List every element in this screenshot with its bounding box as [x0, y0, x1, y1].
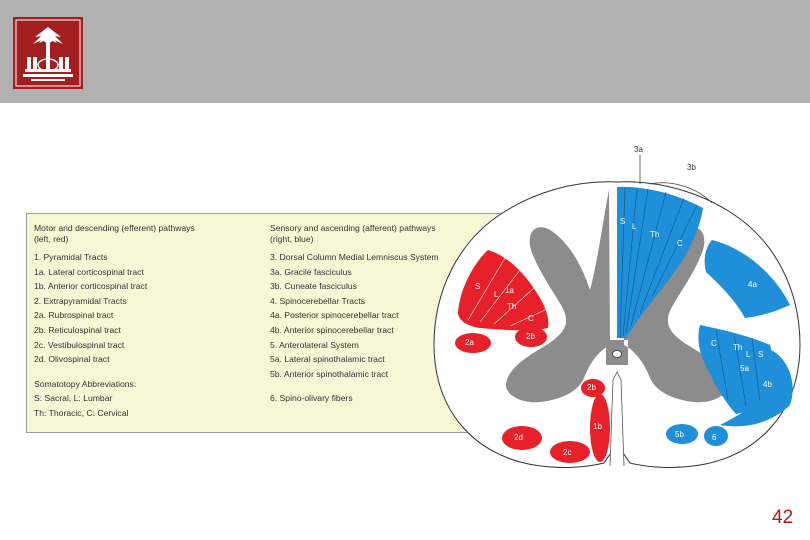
label-lat-C: C: [528, 314, 534, 323]
label-alt-Th: Th: [733, 343, 742, 352]
label-3a: 3a: [634, 145, 643, 154]
label-dorsal-C: C: [677, 239, 683, 248]
label-6: 6: [712, 433, 717, 442]
label-lat-S: S: [475, 282, 480, 291]
label-5a: 5a: [740, 364, 749, 373]
label-dorsal-S: S: [620, 217, 625, 226]
label-alt-C: C: [711, 339, 717, 348]
label-5b: 5b: [675, 430, 684, 439]
label-1b: 1b: [593, 422, 602, 431]
label-2a: 2a: [465, 338, 474, 347]
page-number: 42: [772, 507, 793, 529]
label-alt-S: S: [758, 350, 763, 359]
label-dorsal-Th: Th: [650, 230, 659, 239]
label-alt-L: L: [746, 350, 751, 359]
label-2d: 2d: [514, 433, 523, 442]
label-1a: 1a: [505, 286, 514, 295]
label-lat-L: L: [494, 290, 499, 299]
label-3b: 3b: [687, 163, 696, 172]
label-4b: 4b: [763, 380, 772, 389]
label-2c: 2c: [563, 448, 571, 457]
label-4a: 4a: [748, 280, 757, 289]
label-2b-mid: 2b: [587, 383, 596, 392]
label-2b-left: 2b: [526, 332, 535, 341]
central-canal: [613, 351, 622, 358]
label-dorsal-L: L: [632, 222, 637, 231]
label-lat-Th: Th: [507, 302, 516, 311]
